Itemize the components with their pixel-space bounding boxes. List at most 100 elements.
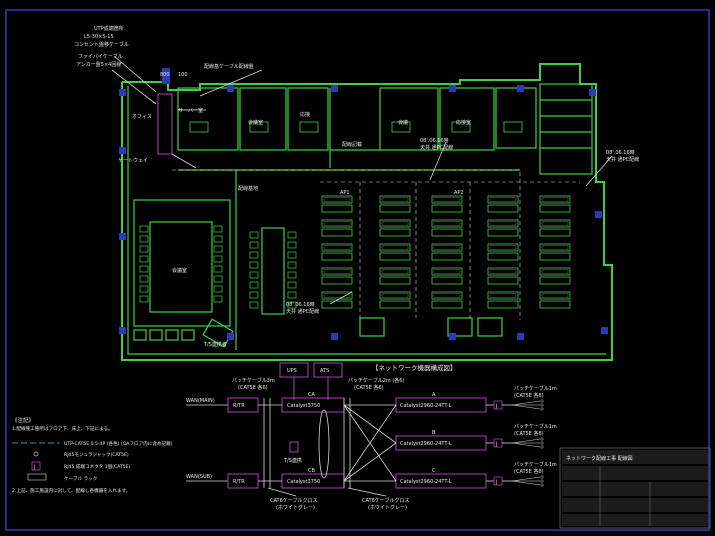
bottom-plan-label: T/S連携者 [203,341,227,348]
desk-outlet [323,293,351,298]
desk [487,267,519,276]
cross2-sub: (ホワイトグレー) [368,504,407,511]
date-note-3: 08'.06.16時 [286,302,315,308]
room-wall-c [287,87,329,151]
ca-label: CA [308,392,315,398]
chair [139,225,149,233]
tv-box [289,441,299,453]
column-marker [119,327,126,334]
lounge-table [261,227,285,315]
column-marker [517,85,524,92]
desk [321,195,353,204]
patch-right2-label: パッチケーブル1m [514,423,557,430]
desk [487,300,519,309]
room-furniture [299,121,319,133]
desk [379,300,411,309]
legend-j: J [33,465,35,471]
desk-outlet [489,293,517,298]
meeting-table [149,221,213,313]
cable-route-main [172,169,521,320]
desk-outlet [323,221,351,226]
desk [487,204,519,213]
router-main-text: R/TR [233,403,245,409]
column-marker [517,333,524,340]
core-room [539,83,593,175]
desk-outlet [433,293,461,298]
column-marker [227,333,234,340]
dim-a: 800 [160,72,170,78]
chair [287,261,297,269]
desk-outlet [489,197,517,202]
patch-right-sub: (CAT5E 各8) [514,392,544,399]
desk-outlet [433,269,461,274]
downlinks: JJJ [486,399,544,487]
column-marker [119,147,126,154]
legend-item4: ケーブル ラック [64,475,97,482]
desk [539,291,571,300]
column-marker [331,333,338,340]
core2-text: Catalyst3750 [287,479,320,485]
edge-c-text: Catalyst2960-24TT-L [400,479,452,485]
column-marker [119,233,126,240]
cross1-sub: (ホワイトグレー) [276,504,315,511]
desk [379,267,411,276]
legend-title: 《注記》 [12,416,34,424]
desk [321,291,353,300]
room-furniture [391,121,411,133]
desk [321,267,353,276]
ap1-label: AP1 [340,190,350,196]
chair [213,245,223,253]
desk [487,195,519,204]
desk [321,219,353,228]
desk [431,252,463,261]
chair [249,281,259,289]
legend-item2: RJ45モジュラジャック(CAT5E) [64,452,129,458]
chair [139,265,149,273]
patch-right3-label: パッチケーブル1m [514,461,557,468]
cb-label: CB [308,468,315,474]
desk-outlet [433,245,461,250]
chair [213,265,223,273]
drawing-border [5,9,710,531]
chair [249,271,259,279]
desk [431,300,463,309]
chair [249,251,259,259]
chair [213,275,223,283]
lan-label: 配線記載 [342,141,362,148]
edge-a-text: Catalyst2960-24TT-L [400,403,452,409]
room-furniture [451,121,471,133]
desk-outlet [541,245,569,250]
desk [487,243,519,252]
chair [249,291,259,299]
ats-text: ATS [320,368,329,374]
utp-label-2: L5-30×5-15 [84,34,114,40]
desk [379,228,411,237]
desk [379,195,411,204]
legend-note2: 2.上記、施工施設内に対して、配線し各機器を入れます。 [12,487,130,494]
column-marker [589,89,596,96]
date-note-2b: 天井 通PC配線 [606,156,639,163]
column-marker [119,89,126,96]
desk [539,204,571,213]
desk-outlet [381,293,409,298]
ups-text: UPS [287,368,297,374]
desk-outlet [323,245,351,250]
chair [139,275,149,283]
utp-label-1: UTP成端箇所 [94,25,124,32]
desk [539,243,571,252]
j-box-label: J [495,480,497,486]
utp-label-3: コンセント盤移ケーブル [74,41,129,48]
legend: 《注記》 1.配線施工箇所はフロア下、床上、下記による。 UTP-CAT5E 0… [12,416,173,494]
office-left-label: オフィス [132,114,152,120]
chair [249,301,259,309]
chair [287,271,297,279]
column-marker [601,327,608,334]
cross1-label: CAT6ケーブルクロス [270,497,317,504]
server-rack [157,93,173,155]
date-note-3b: 天井 通PC配線 [286,308,319,315]
gateway-label: ゲートウェイ [118,157,148,164]
desk-outlet [381,221,409,226]
desk-outlet [323,269,351,274]
meeting-large-label: 会議室 [172,267,187,274]
desk [321,243,353,252]
